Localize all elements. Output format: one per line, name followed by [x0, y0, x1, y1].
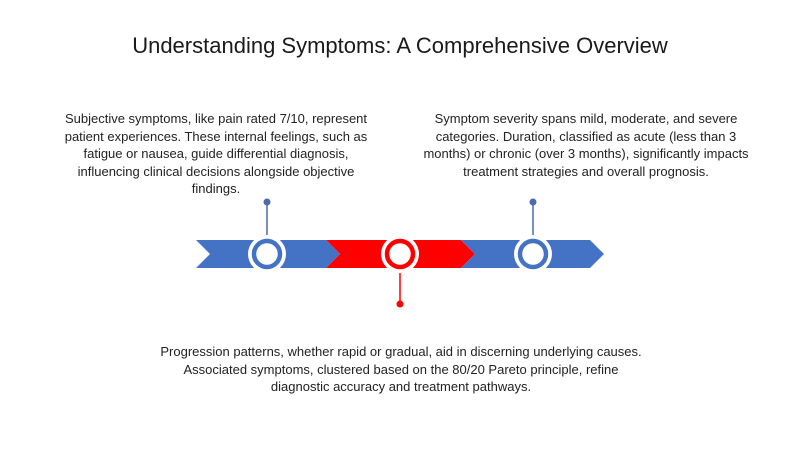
marker-2-ring: [384, 238, 416, 270]
marker-1-dot: [263, 198, 271, 206]
point-3-text: Symptom severity spans mild, moderate, a…: [423, 111, 749, 179]
marker-1-ring: [251, 238, 283, 270]
slide-title: Understanding Symptoms: A Comprehensive …: [132, 33, 668, 58]
marker-2-dot: [396, 300, 404, 308]
marker-3-dot: [529, 198, 537, 206]
point-1-text: Subjective symptoms, like pain rated 7/1…: [64, 111, 368, 196]
point-2-text: Progression patterns, whether rapid or g…: [160, 344, 642, 394]
marker-3-ring: [517, 238, 549, 270]
